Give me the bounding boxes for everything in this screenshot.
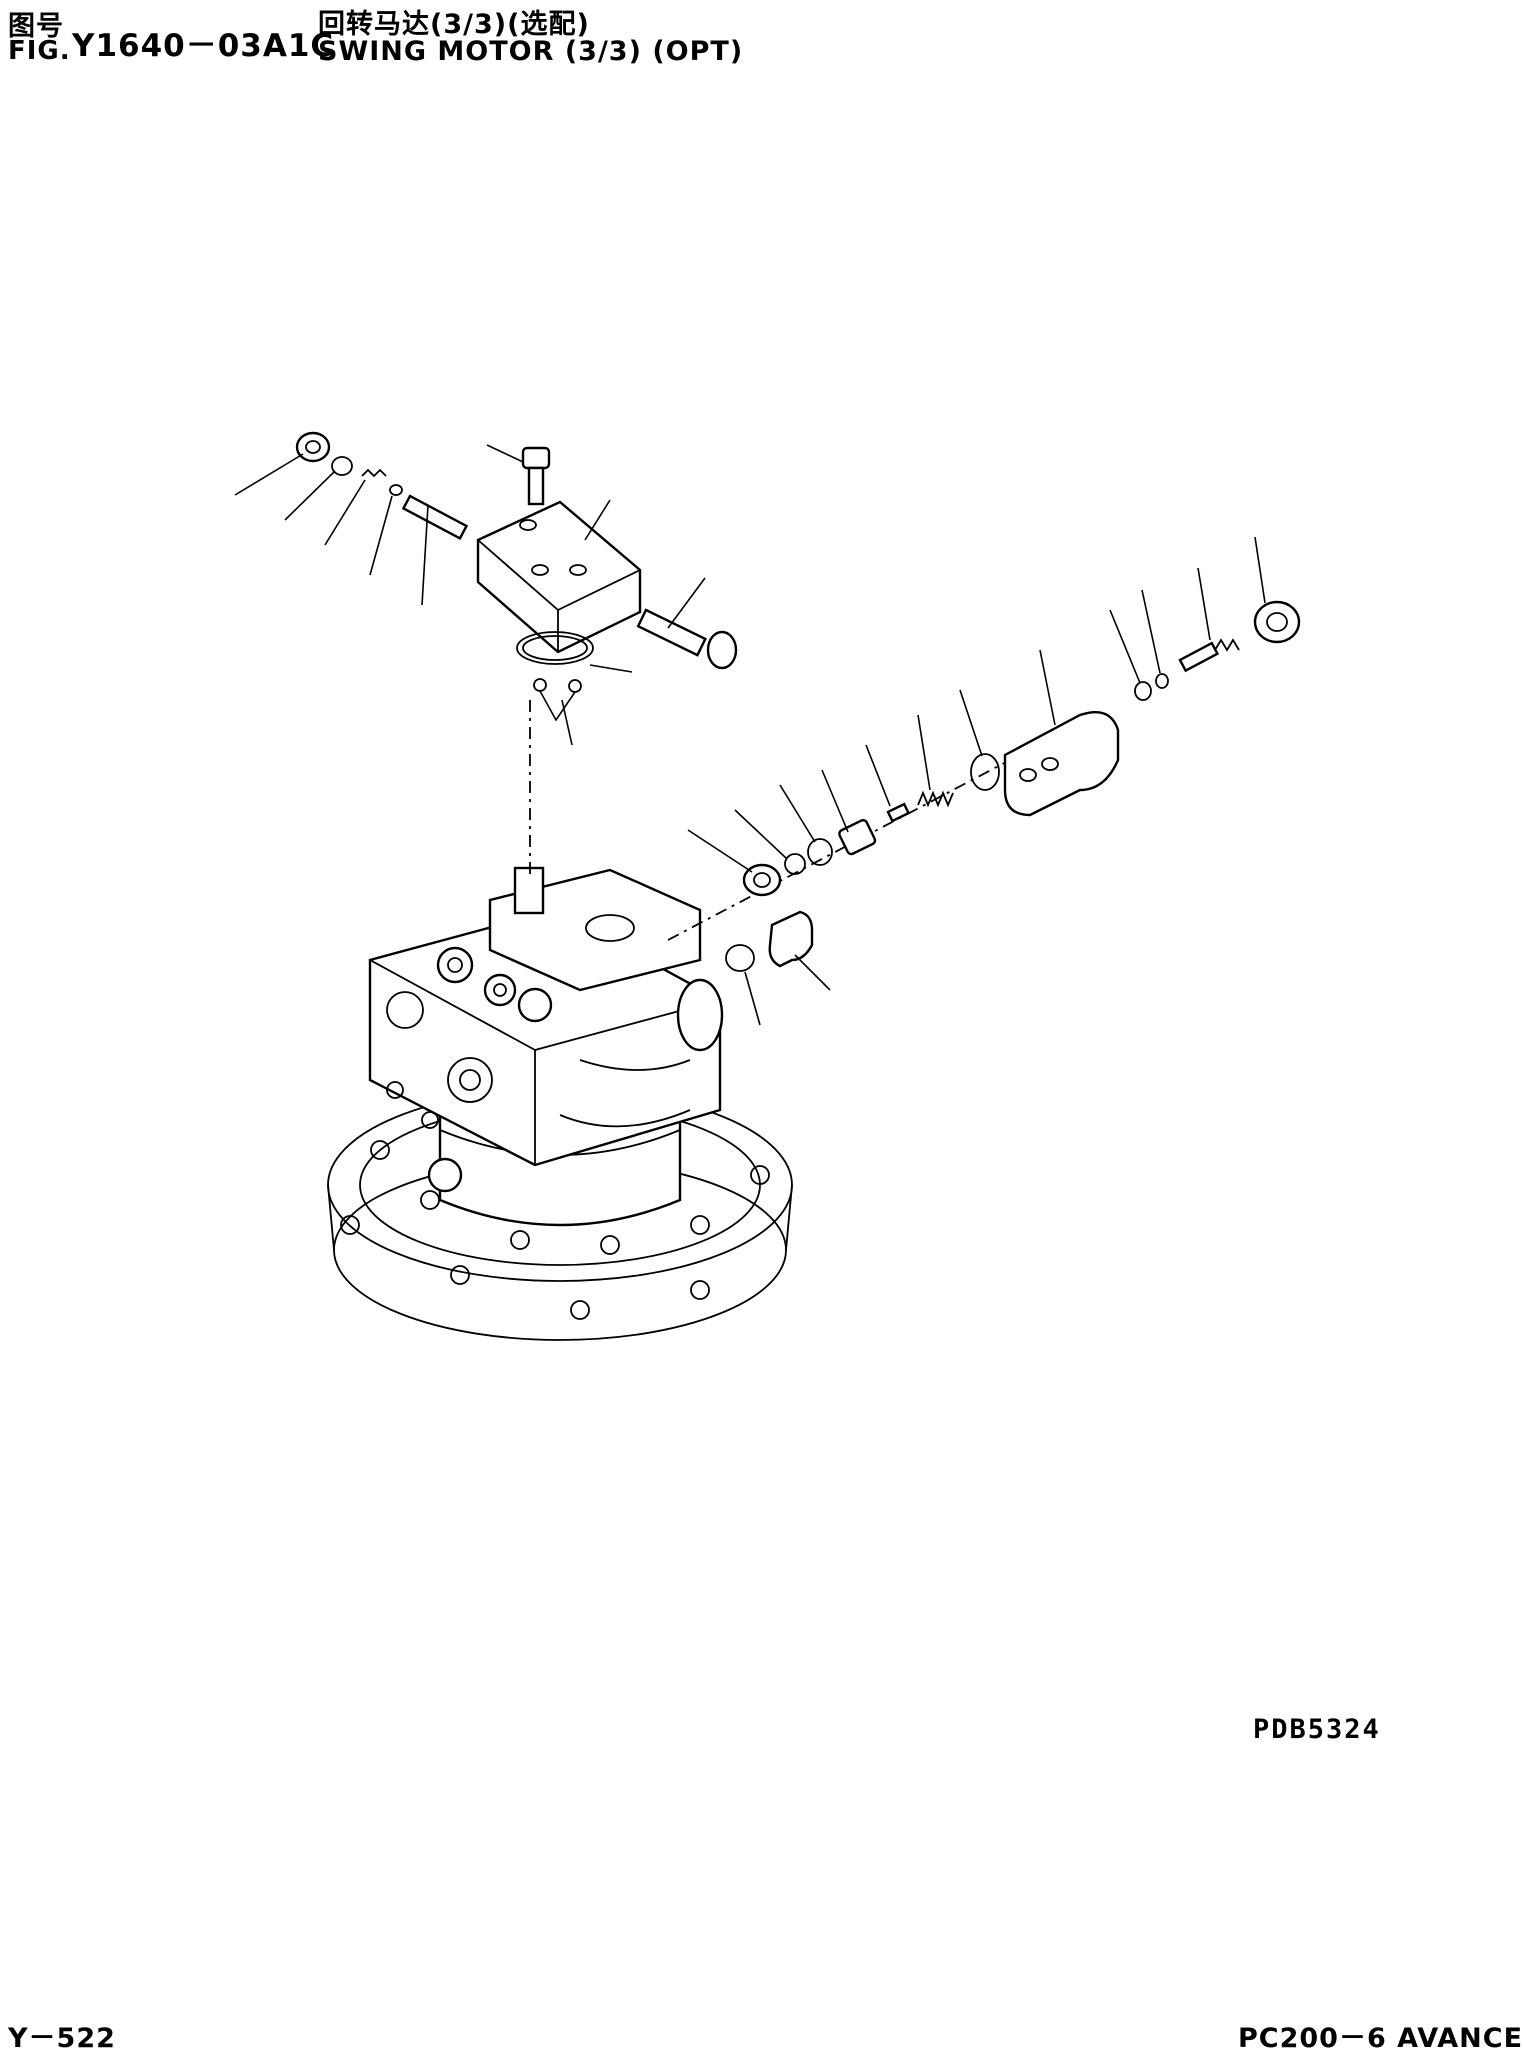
plug-lower bbox=[768, 910, 814, 968]
ring-bolt-holes bbox=[340, 1140, 770, 1320]
mount-bolt-head bbox=[521, 446, 551, 470]
manifold-o-ring bbox=[516, 631, 594, 665]
upper-manifold-assembly bbox=[295, 431, 738, 875]
ring-c bbox=[1134, 681, 1152, 701]
o-ring-a bbox=[807, 838, 833, 866]
fig-label-chinese: 图号 bbox=[8, 11, 64, 42]
piston-a bbox=[838, 818, 877, 856]
side-port bbox=[676, 978, 724, 1052]
top-boss bbox=[513, 866, 545, 915]
drawing-code: PDB5324 bbox=[1253, 1714, 1381, 1745]
o-ring-b bbox=[970, 753, 1000, 791]
plug-left bbox=[295, 431, 331, 463]
valve-sleeve bbox=[1003, 710, 1120, 817]
o-ring-left bbox=[331, 456, 353, 476]
small-seal-b bbox=[568, 679, 582, 693]
small-ring-left bbox=[389, 484, 403, 496]
ring-d bbox=[1155, 673, 1169, 689]
ring-a bbox=[784, 853, 806, 875]
title-chinese: 回转马达(3/3)(选配) bbox=[318, 9, 590, 40]
plunger-right-cap bbox=[706, 630, 738, 670]
fig-label: FIG. bbox=[8, 36, 71, 66]
manifold-block bbox=[476, 500, 642, 654]
plunger-right bbox=[636, 608, 707, 657]
small-seal-a bbox=[533, 678, 547, 692]
plug-a bbox=[742, 863, 782, 897]
leader-lines bbox=[234, 444, 1266, 1026]
o-ring-lower bbox=[725, 944, 755, 972]
spool-left bbox=[401, 494, 469, 541]
adjust-screw bbox=[1178, 641, 1220, 673]
title-english: SWING MOTOR (3/3) (OPT) bbox=[318, 36, 744, 67]
relief-valve-assembly bbox=[667, 600, 1301, 972]
swing-motor-body bbox=[327, 866, 793, 1341]
lock-nut bbox=[1253, 600, 1301, 644]
figure-number: Y1640－03A1C bbox=[72, 28, 335, 64]
center-line-diagonal bbox=[667, 759, 1011, 941]
mount-bolt-shank bbox=[527, 466, 545, 506]
page-code: Y－522 bbox=[8, 2023, 116, 2054]
adjust-spring bbox=[1214, 638, 1240, 652]
spring-left bbox=[361, 468, 387, 478]
machine-model: PC200－6 AVANCE bbox=[1238, 2023, 1523, 2054]
poppet-a bbox=[886, 802, 911, 823]
spring-a bbox=[917, 790, 954, 808]
